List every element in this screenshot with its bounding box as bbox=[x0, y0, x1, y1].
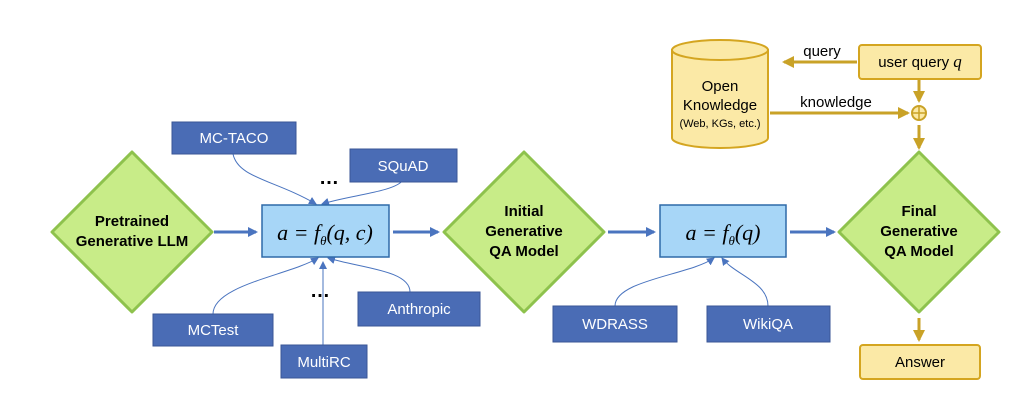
wdrass-connector bbox=[614, 257, 715, 307]
dataset-wdrass: WDRASS bbox=[552, 305, 678, 343]
formula-box-2: a = fθ(q) bbox=[659, 204, 787, 258]
merge-plus-node bbox=[911, 105, 927, 121]
ellipsis-bottom: … bbox=[310, 280, 330, 302]
answer-box: Answer bbox=[859, 344, 981, 380]
wdrass-label: WDRASS bbox=[582, 316, 648, 333]
initial-qa-model-diamond: Initial Generative QA Model bbox=[442, 150, 606, 314]
dataset-anthropic: Anthropic bbox=[357, 291, 481, 327]
pretrained-label-line2: Generative LLM bbox=[76, 233, 189, 250]
user-query-box: user query q bbox=[858, 44, 982, 80]
formula-2-text: a = fθ(q) bbox=[685, 220, 760, 248]
wikiqa-connector bbox=[721, 257, 769, 307]
final-qa-model-diamond: Final Generative QA Model bbox=[837, 150, 1001, 314]
wikiqa-label: WikiQA bbox=[743, 316, 793, 333]
ellipsis-top: … bbox=[319, 167, 339, 189]
query-label: query bbox=[803, 43, 841, 60]
db-label-line1: Open bbox=[702, 78, 739, 95]
anthropic-label: Anthropic bbox=[387, 301, 451, 318]
initial-label-line3: QA Model bbox=[489, 243, 558, 260]
pretrained-llm-diamond: Pretrained Generative LLM bbox=[50, 150, 214, 314]
squad-connector bbox=[321, 179, 404, 206]
initial-label-line1: Initial bbox=[504, 203, 543, 220]
db-label-line3: (Web, KGs, etc.) bbox=[679, 118, 760, 130]
dataset-squad: SQuAD bbox=[349, 148, 458, 183]
final-label-line3: QA Model bbox=[884, 243, 953, 260]
dataset-mctest: MCTest bbox=[152, 313, 274, 347]
mctest-label: MCTest bbox=[188, 322, 240, 339]
anthropic-connector bbox=[327, 256, 411, 293]
dataset-wikiqa: WikiQA bbox=[706, 305, 831, 343]
answer-text: Answer bbox=[895, 354, 945, 371]
db-label-line2: Knowledge bbox=[683, 97, 757, 114]
user-query-text: user query q bbox=[878, 52, 962, 71]
pretrained-label-line1: Pretrained bbox=[95, 213, 169, 230]
final-label-line1: Final bbox=[901, 203, 936, 220]
formula-box-1: a = fθ(q, c) bbox=[261, 204, 390, 258]
open-knowledge-database: Open Knowledge (Web, KGs, etc.) bbox=[671, 39, 769, 149]
initial-label-line2: Generative bbox=[485, 223, 563, 240]
mc-taco-connector bbox=[232, 153, 317, 205]
mc-taco-label: MC-TACO bbox=[200, 130, 269, 147]
connectors bbox=[212, 56, 925, 345]
mctest-connector bbox=[212, 257, 319, 315]
knowledge-label: knowledge bbox=[800, 94, 872, 111]
multirc-label: MultiRC bbox=[297, 354, 351, 371]
dataset-mc-taco: MC-TACO bbox=[171, 121, 297, 155]
final-label-line2: Generative bbox=[880, 223, 958, 240]
formula-1-text: a = fθ(q, c) bbox=[277, 220, 373, 248]
squad-label: SQuAD bbox=[378, 158, 429, 175]
dataset-multirc: MultiRC bbox=[280, 344, 368, 379]
